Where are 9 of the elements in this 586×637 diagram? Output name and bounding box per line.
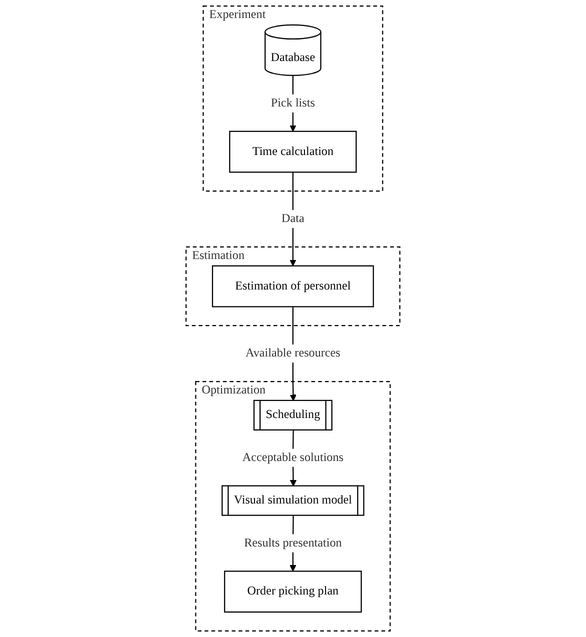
node-box: Time calculation: [229, 130, 357, 173]
edge-label: Pick lists: [270, 96, 316, 110]
arrow: [290, 172, 296, 266]
edge-label: Available resources: [246, 346, 340, 360]
edge-label: Acceptable solutions: [242, 451, 344, 464]
edge-label: Data: [282, 212, 304, 226]
node-box: Order picking plan: [224, 570, 362, 613]
node-box: Estimation of personnel: [212, 265, 374, 308]
edge-label: Results presentation: [244, 536, 342, 550]
